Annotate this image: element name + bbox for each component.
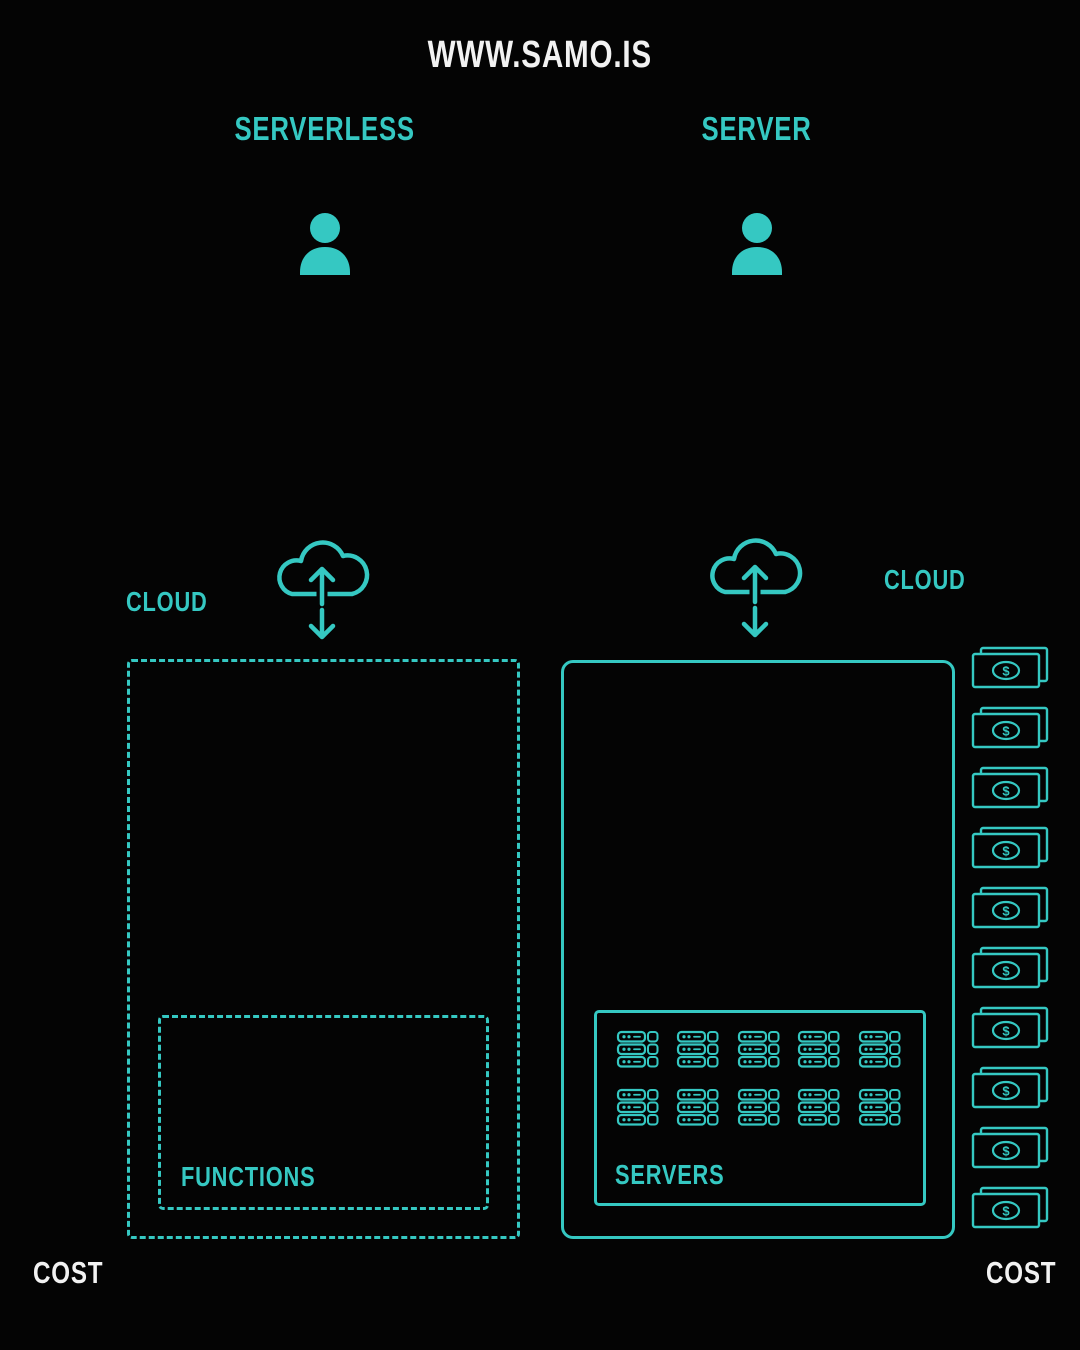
- cloud-sync-icon: [277, 540, 370, 640]
- server-rack-icon: [616, 1088, 659, 1126]
- money-stack: $ $ $ $ $ $: [968, 645, 1052, 1231]
- cloud-sync-icon: [710, 538, 803, 638]
- money-bill-icon: $: [971, 1126, 1049, 1169]
- server-icon-grid: [597, 1013, 923, 1127]
- dollar-sign: $: [1002, 1144, 1010, 1159]
- dollar-sign: $: [1002, 1024, 1010, 1039]
- dollar-sign: $: [1002, 904, 1010, 919]
- cloud-label-left: CLOUD: [126, 586, 208, 617]
- server-rack-icon: [677, 1030, 719, 1068]
- serverless-heading-row: SERVERLESS: [125, 110, 525, 148]
- page-title-row: WWW.SAMO.IS: [0, 34, 1080, 77]
- functions-box: FUNCTIONS: [158, 1015, 489, 1210]
- serverless-capacity-box: FUNCTIONS: [127, 659, 520, 1239]
- cost-label-right: COST: [986, 1255, 1057, 1290]
- dollar-sign: $: [1002, 1204, 1010, 1219]
- server-rack-icon: [858, 1030, 901, 1068]
- cost-label-left: COST: [33, 1255, 104, 1290]
- servers-label: SERVERS: [615, 1159, 725, 1190]
- functions-label-row: FUNCTIONS: [181, 1161, 353, 1193]
- money-bill-icon: $: [971, 826, 1049, 869]
- money-bill-icon: $: [971, 946, 1049, 989]
- server-rack-icon: [858, 1088, 901, 1126]
- servers-box: SERVERS: [594, 1010, 926, 1206]
- cloud-label-left-row: CLOUD: [126, 586, 231, 618]
- dollar-sign: $: [1002, 844, 1010, 859]
- servers-label-row: SERVERS: [615, 1159, 755, 1191]
- server-rack-icon: [737, 1030, 780, 1068]
- cost-label-left-row: COST: [33, 1255, 123, 1291]
- money-bill-icon: $: [971, 706, 1049, 749]
- server-heading: SERVER: [701, 110, 813, 147]
- server-rack-icon: [737, 1088, 780, 1126]
- dollar-sign: $: [1002, 664, 1010, 679]
- server-heading-row: SERVER: [557, 110, 957, 148]
- server-capacity-box: SERVERS: [561, 660, 955, 1239]
- functions-label: FUNCTIONS: [181, 1161, 316, 1192]
- cloud-label-right: CLOUD: [884, 564, 966, 595]
- page-title: WWW.SAMO.IS: [427, 34, 653, 76]
- money-bill-icon: $: [971, 766, 1049, 809]
- money-bill-icon: $: [971, 646, 1049, 689]
- dollar-sign: $: [1002, 964, 1010, 979]
- server-rack-icon: [798, 1088, 840, 1126]
- serverless-heading: SERVERLESS: [234, 110, 416, 147]
- person-icon: [300, 213, 350, 275]
- server-rack-icon: [616, 1030, 659, 1068]
- cloud-label-right-row: CLOUD: [884, 564, 989, 596]
- money-bill-icon: $: [971, 1066, 1049, 1109]
- money-bill-icon: $: [971, 886, 1049, 929]
- dollar-sign: $: [1002, 1084, 1010, 1099]
- server-rack-icon: [798, 1030, 840, 1068]
- money-bill-icon: $: [971, 1006, 1049, 1049]
- server-rack-icon: [677, 1088, 719, 1126]
- cost-label-right-row: COST: [986, 1255, 1076, 1291]
- dollar-sign: $: [1002, 724, 1010, 739]
- dollar-sign: $: [1002, 784, 1010, 799]
- money-bill-icon: $: [971, 1186, 1049, 1229]
- person-icon: [732, 213, 782, 275]
